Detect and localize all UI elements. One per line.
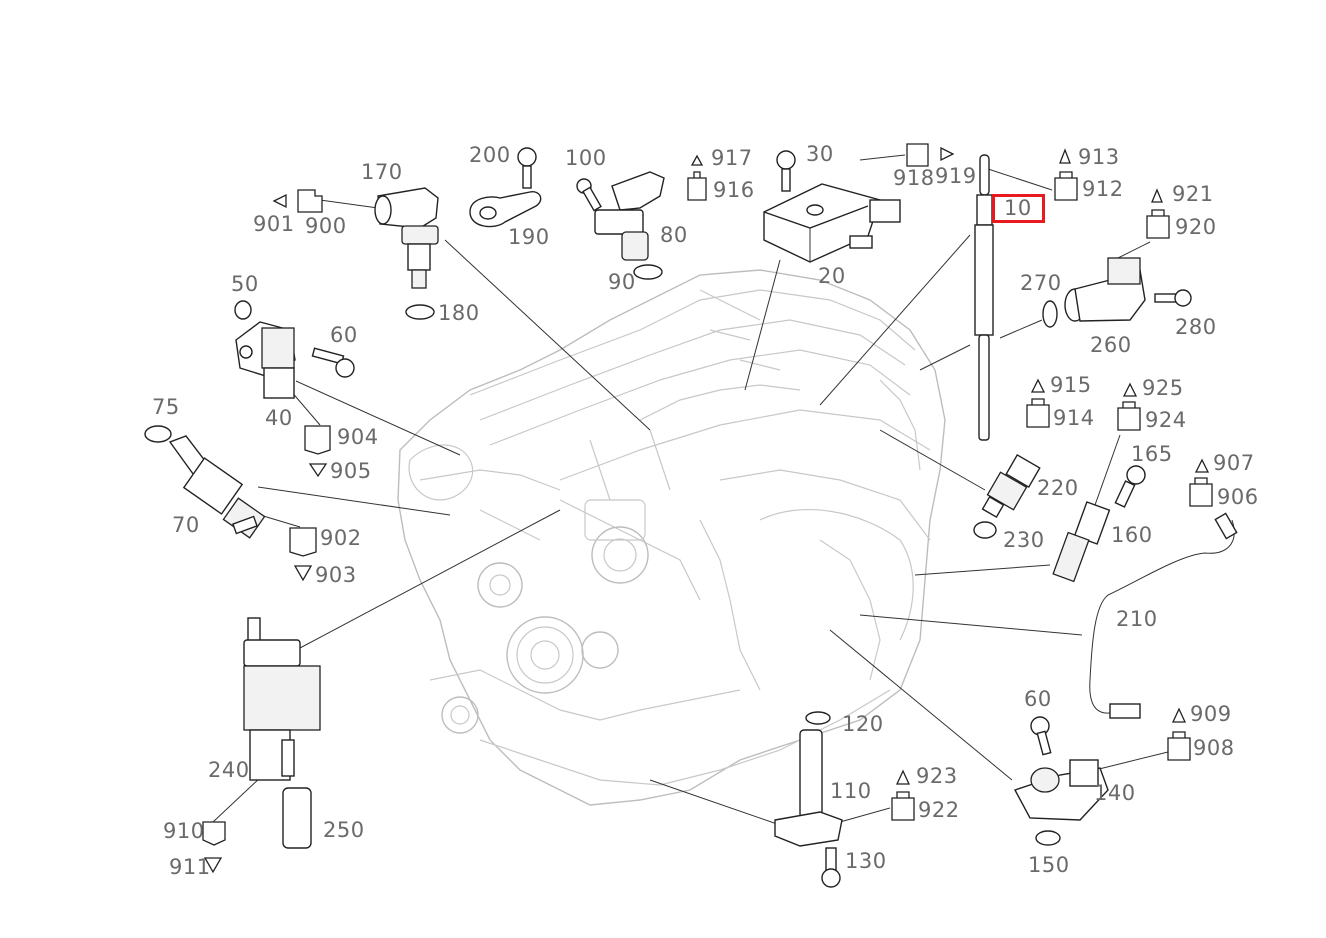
part-20-control-unit xyxy=(763,183,901,263)
callout-904[interactable]: 904 xyxy=(337,425,379,449)
callout-165[interactable]: 165 xyxy=(1131,442,1173,466)
callout-80[interactable]: 80 xyxy=(660,223,688,247)
part-200-bolt xyxy=(517,147,537,189)
part-240-valve xyxy=(243,617,321,781)
leader-lines xyxy=(212,154,1169,826)
callout-903[interactable]: 903 xyxy=(315,563,357,587)
part-270-oring xyxy=(1042,300,1058,328)
callout-60-b[interactable]: 60 xyxy=(1024,687,1052,711)
callout-905[interactable]: 905 xyxy=(330,459,372,483)
callout-918[interactable]: 918 xyxy=(893,166,935,190)
callout-270[interactable]: 270 xyxy=(1020,271,1062,295)
callout-908[interactable]: 908 xyxy=(1193,736,1235,760)
part-180-oring xyxy=(405,304,435,320)
part-10-glow-plug xyxy=(974,154,994,441)
part-110-sensor xyxy=(774,729,843,847)
callout-100[interactable]: 100 xyxy=(565,146,607,170)
part-60-bolt-a xyxy=(311,347,355,378)
callout-220[interactable]: 220 xyxy=(1037,476,1079,500)
part-220-sensor xyxy=(981,454,1041,519)
callout-916[interactable]: 916 xyxy=(713,178,755,202)
connector-symbols xyxy=(202,143,1213,874)
part-100-bolt xyxy=(576,178,602,212)
part-40-sensor xyxy=(235,321,296,399)
part-90-oring xyxy=(633,264,663,280)
callout-917[interactable]: 917 xyxy=(711,146,753,170)
callout-914[interactable]: 914 xyxy=(1053,406,1095,430)
callout-912[interactable]: 912 xyxy=(1082,177,1124,201)
callout-140[interactable]: 140 xyxy=(1094,781,1136,805)
callout-30[interactable]: 30 xyxy=(806,142,834,166)
callout-40[interactable]: 40 xyxy=(265,406,293,430)
callout-924[interactable]: 924 xyxy=(1145,408,1187,432)
callout-190[interactable]: 190 xyxy=(508,225,550,249)
part-165-bolt xyxy=(1114,465,1146,508)
callout-10[interactable]: 10 xyxy=(1004,196,1032,220)
callout-260[interactable]: 260 xyxy=(1090,333,1132,357)
callout-906[interactable]: 906 xyxy=(1217,485,1259,509)
part-210-sensor xyxy=(1089,512,1238,719)
callout-919[interactable]: 919 xyxy=(935,164,977,188)
part-190-bracket xyxy=(469,191,542,228)
callout-210[interactable]: 210 xyxy=(1116,607,1158,631)
highlight-box-part-10 xyxy=(992,194,1045,223)
callout-902[interactable]: 902 xyxy=(320,526,362,550)
part-150-oring xyxy=(1035,830,1061,846)
callout-130[interactable]: 130 xyxy=(845,849,887,873)
part-280-bolt xyxy=(1154,289,1192,307)
callout-70[interactable]: 70 xyxy=(172,513,200,537)
part-30-bolt xyxy=(776,150,796,192)
callout-20[interactable]: 20 xyxy=(818,264,846,288)
callout-913[interactable]: 913 xyxy=(1078,145,1120,169)
callout-915[interactable]: 915 xyxy=(1050,373,1092,397)
callout-160[interactable]: 160 xyxy=(1111,523,1153,547)
callout-922[interactable]: 922 xyxy=(918,798,960,822)
callout-110[interactable]: 110 xyxy=(830,779,872,803)
part-70-sensor xyxy=(168,435,266,539)
engine-illustration xyxy=(397,269,946,806)
callout-150[interactable]: 150 xyxy=(1028,853,1070,877)
part-75-oring xyxy=(144,425,172,443)
callout-90[interactable]: 90 xyxy=(608,270,636,294)
callout-920[interactable]: 920 xyxy=(1175,215,1217,239)
part-50-oring xyxy=(234,300,252,320)
callout-900[interactable]: 900 xyxy=(305,214,347,238)
callout-911[interactable]: 911 xyxy=(169,855,211,879)
callout-60-a[interactable]: 60 xyxy=(330,323,358,347)
part-60-bolt-b xyxy=(1030,716,1052,756)
callout-200[interactable]: 200 xyxy=(469,143,511,167)
part-120-oring xyxy=(805,711,831,725)
callout-120[interactable]: 120 xyxy=(842,712,884,736)
part-130-bolt xyxy=(821,847,841,888)
callout-180[interactable]: 180 xyxy=(438,301,480,325)
callout-910[interactable]: 910 xyxy=(163,819,205,843)
callout-909[interactable]: 909 xyxy=(1190,702,1232,726)
callout-925[interactable]: 925 xyxy=(1142,376,1184,400)
callout-50[interactable]: 50 xyxy=(231,272,259,296)
callout-923[interactable]: 923 xyxy=(916,764,958,788)
callout-921[interactable]: 921 xyxy=(1172,182,1214,206)
callout-280[interactable]: 280 xyxy=(1175,315,1217,339)
callout-75[interactable]: 75 xyxy=(152,395,180,419)
callout-170[interactable]: 170 xyxy=(361,160,403,184)
part-260-sensor xyxy=(1064,257,1146,322)
part-230-oring xyxy=(973,521,997,539)
callout-230[interactable]: 230 xyxy=(1003,528,1045,552)
part-140-sensor xyxy=(1013,759,1109,821)
callout-250[interactable]: 250 xyxy=(323,818,365,842)
callout-907[interactable]: 907 xyxy=(1213,451,1255,475)
part-160-sensor xyxy=(1052,501,1111,583)
part-250-filter xyxy=(282,787,312,849)
part-80-sensor xyxy=(594,171,665,261)
callout-240[interactable]: 240 xyxy=(208,758,250,782)
callout-901[interactable]: 901 xyxy=(253,212,295,236)
part-170-sensor xyxy=(374,187,439,289)
